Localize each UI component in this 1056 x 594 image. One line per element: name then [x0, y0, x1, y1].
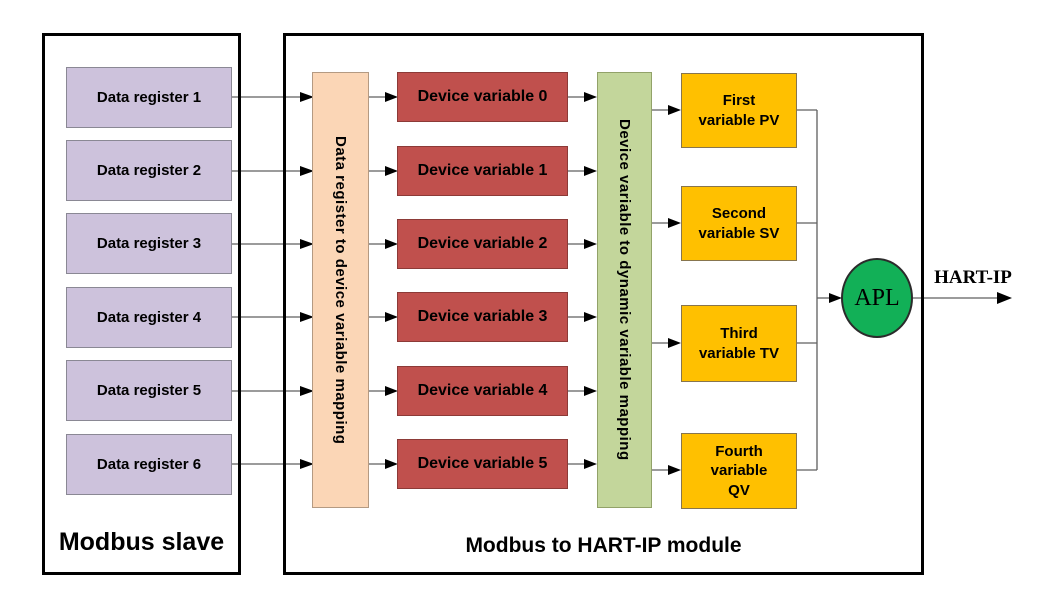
device-variable-5: Device variable 5: [397, 439, 568, 489]
data-register-4: Data register 4: [66, 287, 232, 348]
third-variable-tv-box: Third variable TV: [681, 305, 797, 382]
data-register-3: Data register 3: [66, 213, 232, 274]
module-box: [283, 33, 924, 575]
register-mapping-box: Data register to device variable mapping: [312, 72, 369, 508]
device-variable-2: Device variable 2: [397, 219, 568, 269]
data-register-6: Data register 6: [66, 434, 232, 495]
device-variable-4: Device variable 4: [397, 366, 568, 416]
first-variable-pv-box: First variable PV: [681, 73, 797, 148]
dynamic-mapping-box: Device variable to dynamic variable mapp…: [597, 72, 652, 508]
device-variable-0: Device variable 0: [397, 72, 568, 122]
data-register-1: Data register 1: [66, 67, 232, 128]
device-variable-1: Device variable 1: [397, 146, 568, 196]
hart-ip-label: HART-IP: [934, 267, 1012, 288]
second-variable-sv-box: Second variable SV: [681, 186, 797, 261]
apl-node: APL: [841, 258, 913, 338]
fourth-variable-qv-box: Fourth variable QV: [681, 433, 797, 509]
data-register-2: Data register 2: [66, 140, 232, 201]
module-label: Modbus to HART-IP module: [465, 534, 742, 557]
modbus-slave-box: [42, 33, 241, 575]
data-register-5: Data register 5: [66, 360, 232, 421]
device-variable-3: Device variable 3: [397, 292, 568, 342]
modbus-slave-label: Modbus slave: [58, 528, 225, 556]
